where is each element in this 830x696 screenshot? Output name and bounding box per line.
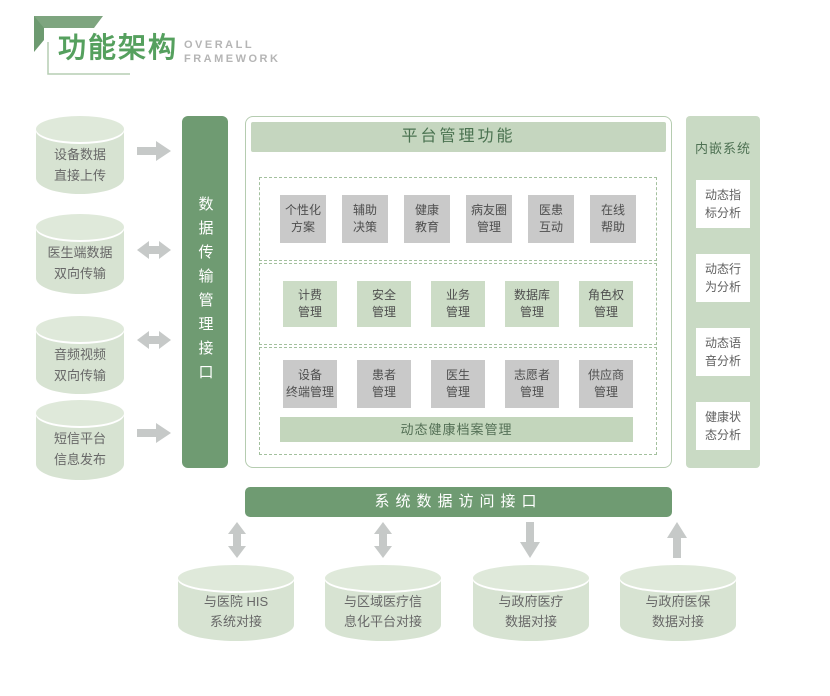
- arrow-up-icon: [666, 522, 688, 558]
- external-system-label: 与政府医疗 数据对接: [498, 594, 564, 629]
- arrow-both-vertical-icon: [372, 522, 394, 558]
- arrow-both-horizontal-icon: [137, 329, 171, 351]
- external-cylinder-gov-insurance: 与政府医保 数据对接: [620, 565, 736, 641]
- function-box: 角色权管理: [579, 281, 633, 327]
- embedded-system-box: 动态指标分析: [696, 180, 750, 228]
- page-subtitle-line2: FRAMEWORK: [184, 53, 281, 65]
- function-box: 在线帮助: [590, 195, 636, 243]
- function-group-1: 个性化方案 辅助决策 健康教育 病友圈管理 医患互动 在线帮助: [259, 177, 657, 261]
- function-group-3-row: 设备终端管理 患者管理 医生管理 志愿者管理 供应商管理: [260, 360, 656, 408]
- function-box: 设备终端管理: [283, 360, 337, 408]
- platform-management-box: 平台管理功能 个性化方案 辅助决策 健康教育 病友圈管理 医患互动 在线帮助: [245, 116, 672, 468]
- data-transfer-interface-bar: 数据传输管理接口: [182, 116, 228, 468]
- data-transfer-interface-label: 数据传输管理接口: [196, 196, 214, 388]
- external-cylinder-gov-medical: 与政府医疗 数据对接: [473, 565, 589, 641]
- embedded-systems-panel: 内嵌系统 动态指标分析 动态行为分析 动态语音分析 健康状态分析: [686, 116, 760, 468]
- embedded-system-box: 动态语音分析: [696, 328, 750, 376]
- embedded-systems-title: 内嵌系统: [694, 141, 751, 156]
- cylinder-top: [36, 214, 124, 240]
- function-box: 患者管理: [357, 360, 411, 408]
- function-box: 医生管理: [431, 360, 485, 408]
- source-label: 医生端数据 双向传输: [47, 245, 113, 281]
- source-cylinder-audio-video: 音频视频 双向传输: [36, 316, 124, 394]
- function-group-3: 设备终端管理 患者管理 医生管理 志愿者管理 供应商管理 动态健康档案管理: [259, 347, 657, 455]
- function-box: 辅助决策: [342, 195, 388, 243]
- function-group-2: 计费管理 安全管理 业务管理 数据库管理 角色权管理: [259, 263, 657, 345]
- cylinder-top: [36, 316, 124, 342]
- external-cylinder-regional-platform: 与区域医疗信 息化平台对接: [325, 565, 441, 641]
- platform-title: 平台管理功能: [251, 122, 666, 152]
- external-cylinder-hospital-his: 与医院 HIS 系统对接: [178, 565, 294, 641]
- function-box: 数据库管理: [505, 281, 559, 327]
- function-box: 个性化方案: [280, 195, 326, 243]
- arrow-down-icon: [519, 522, 541, 558]
- function-box: 安全管理: [357, 281, 411, 327]
- function-box: 供应商管理: [579, 360, 633, 408]
- cylinder-top: [325, 565, 441, 591]
- corner-ribbon-icon: [34, 16, 130, 75]
- arrow-both-horizontal-icon: [137, 239, 171, 261]
- source-cylinder-device-data: 设备数据 直接上传: [36, 116, 124, 194]
- external-system-label: 与区域医疗信 息化平台对接: [343, 594, 422, 629]
- arrow-both-vertical-icon: [226, 522, 248, 558]
- function-box: 志愿者管理: [505, 360, 559, 408]
- function-box: 健康教育: [404, 195, 450, 243]
- source-label: 音频视频 双向传输: [53, 347, 106, 383]
- function-box: 病友圈管理: [466, 195, 512, 243]
- external-system-label: 与政府医保 数据对接: [645, 594, 711, 629]
- page-subtitle: OVERALL FRAMEWORK: [184, 38, 280, 66]
- arrow-right-icon: [137, 140, 171, 162]
- cylinder-top: [473, 565, 589, 591]
- cylinder-top: [620, 565, 736, 591]
- cylinder-top: [36, 400, 124, 426]
- cylinder-top: [178, 565, 294, 591]
- source-cylinder-sms-platform: 短信平台 信息发布: [36, 400, 124, 480]
- source-label: 设备数据 直接上传: [53, 147, 106, 183]
- page-subtitle-line1: OVERALL: [184, 39, 255, 51]
- function-box: 业务管理: [431, 281, 485, 327]
- source-label: 短信平台 信息发布: [53, 431, 106, 467]
- cylinder-top: [36, 116, 124, 142]
- system-data-access-bar: 系统数据访问接口: [245, 487, 672, 517]
- external-system-label: 与医院 HIS 系统对接: [203, 594, 269, 629]
- embedded-system-box: 健康状态分析: [696, 402, 750, 450]
- source-cylinder-doctor-data: 医生端数据 双向传输: [36, 214, 124, 294]
- dynamic-health-archive-bar: 动态健康档案管理: [280, 417, 633, 442]
- arrow-right-icon: [137, 422, 171, 444]
- function-box: 计费管理: [283, 281, 337, 327]
- function-box: 医患互动: [528, 195, 574, 243]
- embedded-system-box: 动态行为分析: [696, 254, 750, 302]
- page-title: 功能架构: [58, 32, 179, 63]
